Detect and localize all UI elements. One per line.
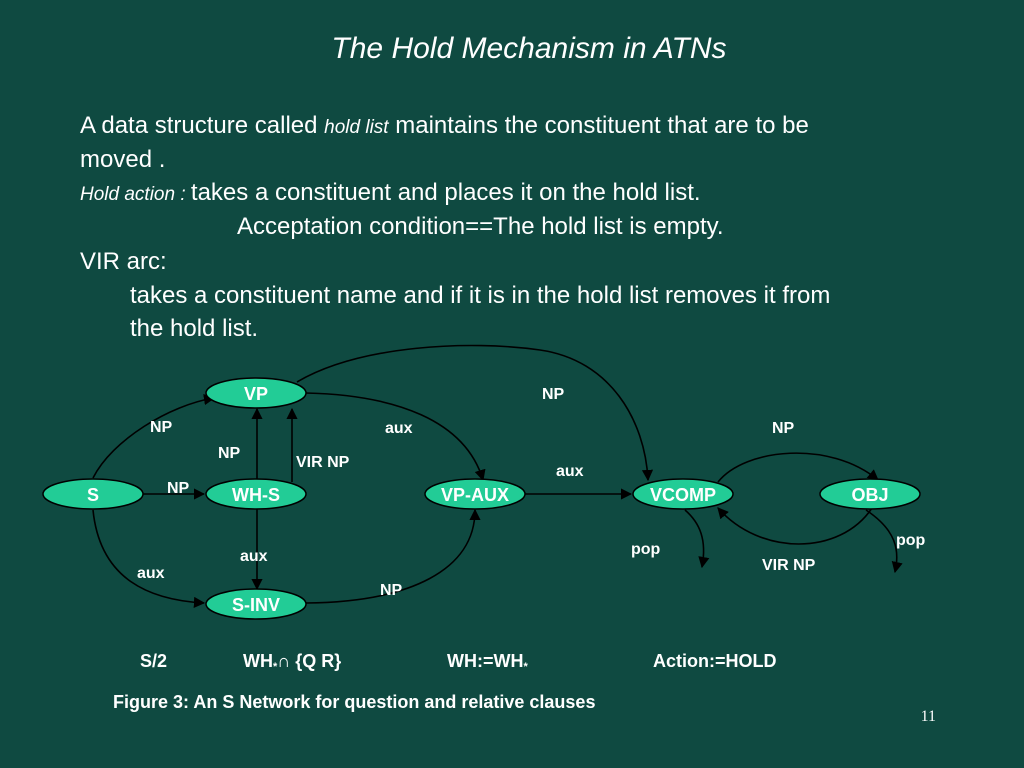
label-vpaux-vcomp: aux (556, 463, 584, 480)
label-vcomp-pop: pop (631, 541, 661, 558)
label-vir-np: VIR NP (296, 454, 350, 471)
label-sinv-vpaux: NP (380, 582, 403, 599)
edge-s-sinv (92, 509, 206, 609)
node-sinv-label: S-INV (232, 595, 280, 615)
acceptation-condition: Acceptation condition==The hold list is … (237, 213, 724, 240)
hold-list-line-2: moved . (80, 146, 166, 173)
edge-vp-vpaux (305, 392, 486, 482)
node-vp (205, 377, 307, 409)
node-vcomp (632, 478, 734, 510)
node-obj-label: OBJ (851, 485, 888, 505)
condition-s2: S/2 (140, 651, 167, 671)
node-vpaux (424, 478, 526, 510)
label-whs-sinv: aux (240, 548, 268, 565)
edge-vcomp-obj (717, 452, 879, 483)
hold-list-line: A data structure called hold list mainta… (80, 112, 809, 140)
condition-wh-intersect: WH*∩ {Q R} (243, 651, 341, 673)
node-vp-label: VP (244, 384, 268, 404)
node-obj (819, 478, 921, 510)
label-whs-vp: NP (218, 445, 241, 462)
label-obj-vcomp: VIR NP (762, 557, 816, 574)
slide-title: The Hold Mechanism in ATNs (331, 32, 727, 65)
node-vpaux-label: VP-AUX (441, 485, 509, 505)
label-vcomp-obj: NP (772, 420, 795, 437)
condition-wh-assign: WH:=WH* (447, 651, 528, 673)
page-number: 11 (920, 708, 936, 725)
hold-list-post: maintains the constituent that are to be (388, 112, 809, 139)
hold-action-label: Hold action : (80, 184, 191, 205)
label-s-vp: NP (150, 419, 173, 436)
hold-list-term: hold list (324, 117, 389, 138)
node-s (42, 478, 144, 510)
vir-text-1: takes a constituent name and if it is in… (130, 282, 831, 309)
edge-s-vp (92, 394, 216, 479)
edge-vp-vcomp (296, 344, 654, 482)
edge-sinv-vpaux (305, 508, 481, 604)
edge-obj-vcomp (717, 507, 873, 545)
figure-caption: Figure 3: An S Network for question and … (113, 692, 595, 712)
hold-action-text: takes a constituent and places it on the… (190, 179, 701, 206)
hold-action-line: Hold action : takes a constituent and pl… (80, 179, 701, 207)
label-vp-vpaux: aux (385, 420, 413, 437)
node-whs-label: WH-S (232, 485, 280, 505)
node-vcomp-label: VCOMP (650, 485, 716, 505)
edge-vcomp-pop (684, 509, 710, 569)
vir-text-2: the hold list. (130, 315, 259, 342)
label-obj-pop: pop (896, 532, 926, 549)
condition-action: Action:=HOLD (653, 651, 777, 671)
node-s-label: S (87, 485, 99, 505)
label-s-sinv: aux (137, 565, 165, 582)
node-sinv (205, 588, 307, 620)
edge-obj-pop (865, 509, 903, 574)
vir-heading: VIR arc: (80, 248, 167, 275)
label-vp-vcomp: NP (542, 386, 565, 403)
node-whs (205, 478, 307, 510)
hold-list-pre: A data structure called (80, 112, 325, 139)
label-s-whs: NP (167, 480, 190, 497)
